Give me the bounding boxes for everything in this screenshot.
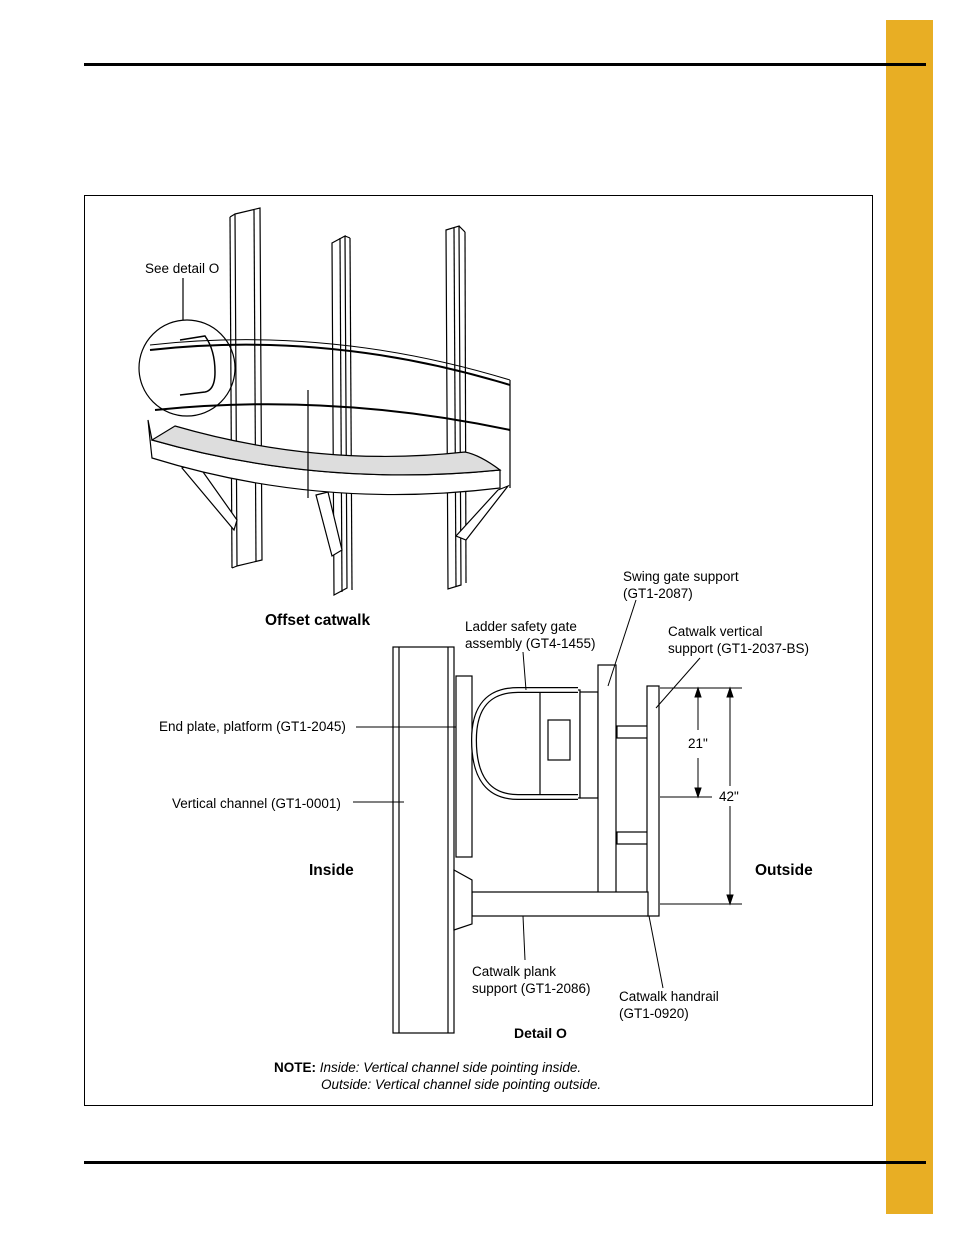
vertical-support-bar <box>616 831 650 845</box>
vertical-support-bar <box>616 725 650 739</box>
footer-rule <box>84 1161 926 1164</box>
end-plate <box>455 675 473 858</box>
section-tab <box>886 20 933 1214</box>
figure-note: NOTE: Inside: Vertical channel side poin… <box>274 1059 601 1093</box>
outside-label: Outside <box>755 862 813 879</box>
brace-right <box>454 484 510 541</box>
gate-hinge-block <box>579 691 599 799</box>
header-rule <box>84 63 926 66</box>
top-handrail <box>149 343 511 386</box>
swing-gate-label: Swing gate support(GT1-2087) <box>623 569 739 601</box>
catwalk-platform <box>147 419 502 496</box>
note-prefix: NOTE: <box>274 1060 316 1075</box>
gate-plate <box>547 719 571 761</box>
brace-middle <box>315 491 343 557</box>
mid-handrail <box>154 403 511 431</box>
inside-label: Inside <box>309 862 354 879</box>
catwalk-vertical-support <box>646 685 660 917</box>
vertical-channel-left <box>229 207 263 569</box>
note-line-2: Outside: Vertical channel side pointing … <box>321 1077 602 1092</box>
dimension-21: 21" <box>688 736 708 751</box>
figure-frame <box>84 195 873 1106</box>
see-detail-label: See detail O <box>145 261 220 276</box>
vertical-channel-middle <box>331 234 353 597</box>
detail-o-circle <box>138 319 236 417</box>
detail-o-caption: Detail O <box>514 1025 567 1041</box>
plank-end <box>453 868 473 931</box>
vertical-channel-detail <box>392 646 455 1034</box>
safety-gate <box>179 335 216 396</box>
plank-support <box>471 891 649 917</box>
top-handrail-edge <box>149 339 511 381</box>
note-line-1: Inside: Vertical channel side pointing i… <box>319 1060 582 1075</box>
offset-catwalk-caption: Offset catwalk <box>265 612 371 629</box>
end-plate-label: End plate, platform (GT1-2045) <box>159 719 346 734</box>
dimension-42: 42" <box>719 789 739 804</box>
vertical-channel-label: Vertical channel (GT1-0001) <box>172 796 341 811</box>
handrail-label: Catwalk handrail(GT1-0920) <box>619 989 719 1021</box>
swing-gate-support <box>597 664 617 894</box>
